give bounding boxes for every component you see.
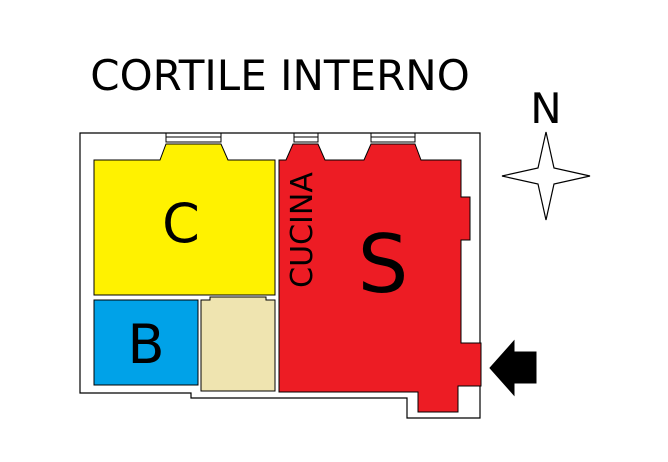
room-c-label: C xyxy=(162,192,200,255)
hallway xyxy=(200,296,276,392)
compass-star-icon xyxy=(501,131,591,221)
room-s-label: S xyxy=(358,218,409,311)
room-b-label: B xyxy=(127,313,164,376)
room-s xyxy=(278,143,482,413)
courtyard-heading: CORTILE INTERNO xyxy=(90,51,470,100)
room-c xyxy=(93,143,276,296)
building-outline xyxy=(79,132,481,419)
kitchen-label: CUCINA xyxy=(285,172,320,288)
arrow-left-icon xyxy=(489,339,537,397)
compass-north-label: N xyxy=(530,84,561,133)
window-marks xyxy=(165,132,416,143)
room-b xyxy=(93,299,199,386)
